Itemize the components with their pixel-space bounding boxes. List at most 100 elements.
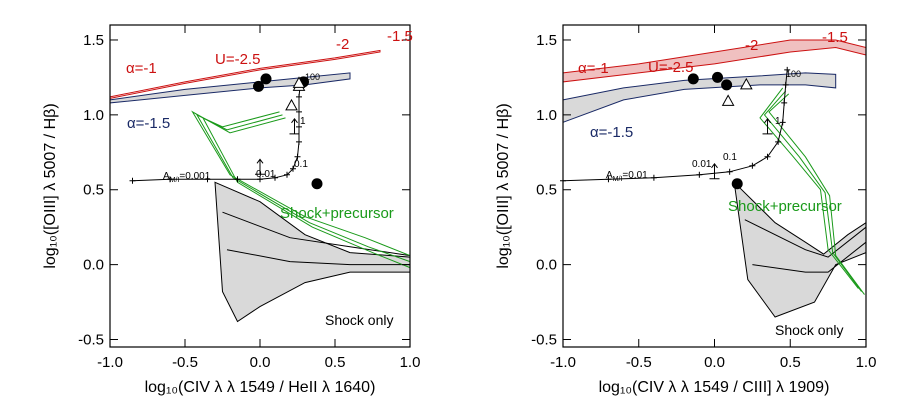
amplification-0-1-label: 0.1 <box>723 152 737 163</box>
amplification-0-01-label: 0.01 <box>256 169 276 180</box>
shock-precursor-tracks <box>191 110 411 269</box>
ionization-curve-tick <box>296 123 302 130</box>
ionization-parameter-curve <box>560 66 791 184</box>
observation-point <box>260 73 272 85</box>
shock-precursor-label: Shock+precursor <box>728 198 842 215</box>
ionization-curve-tick <box>726 168 733 175</box>
alpha-minus-one-label: α=-1 <box>578 60 609 77</box>
shock-precursor-track <box>201 111 411 269</box>
u-minus-2-5-label: U=-2.5 <box>648 59 693 76</box>
alpha-minus-1-5-band <box>109 72 351 104</box>
u-minus-1-5-label: -1.5 <box>822 29 848 46</box>
shock-only-label: Shock only <box>325 312 393 328</box>
ionization-curve-tick <box>781 99 788 106</box>
ionization-curve-tick <box>696 171 703 178</box>
x-tick-label: 1.0 <box>856 354 877 371</box>
y-tick-label: 0.0 <box>83 257 104 274</box>
amplification-ami-label: AM/I=0.001 <box>163 171 211 184</box>
amplification-100-label: 100 <box>305 72 320 82</box>
ionization-curve-tick <box>257 176 263 183</box>
amplification-100-label: 100 <box>786 69 801 79</box>
triangle-marker <box>285 98 298 111</box>
shock-only-polygon <box>214 181 411 323</box>
ionization-curve-tick <box>605 176 612 183</box>
x-tick-label: 0.0 <box>704 354 725 371</box>
u-minus-2-label: -2 <box>336 36 349 53</box>
amplification-0-1-label: 0.1 <box>294 159 308 170</box>
y-tick-label: 0.5 <box>83 182 104 199</box>
u-minus-2-label: -2 <box>745 37 758 54</box>
ionization-parameter-curve <box>129 78 304 184</box>
x-tick-label: 0.0 <box>250 354 271 371</box>
observation-markers <box>253 73 323 190</box>
y-tick-label: 1.0 <box>83 107 104 124</box>
alpha-minus-1-5-band <box>562 72 837 124</box>
amplification-0-01-label: 0.01 <box>692 159 712 170</box>
shock-precursor-label: Shock+precursor <box>280 205 394 222</box>
shock-only-line <box>752 241 867 273</box>
observation-point <box>731 178 743 190</box>
shock-only-line <box>226 249 410 266</box>
ionization-curve-tick <box>272 174 278 181</box>
observation-markers <box>687 71 773 190</box>
observation-point <box>712 71 724 83</box>
ionization-curve-tick <box>167 176 173 183</box>
observation-point <box>721 79 733 91</box>
ionization-curve-tick <box>784 66 791 73</box>
shock-precursor-track <box>763 90 862 292</box>
y-tick-label: -0.5 <box>78 332 104 349</box>
ionization-curve-tick <box>775 138 782 145</box>
shock-only-line <box>744 219 867 258</box>
observation-point <box>311 178 323 190</box>
x-tick-label: 0.5 <box>325 354 346 371</box>
observation-point <box>253 80 264 92</box>
u-minus-1-5-label: -1.5 <box>387 28 413 45</box>
y-tick-label: -0.5 <box>531 332 557 349</box>
ionization-curve-tick <box>294 153 301 160</box>
shock-precursor-tracks <box>759 87 865 295</box>
upper-limit-arrow <box>762 118 773 135</box>
triangle-marker <box>721 94 735 106</box>
u-minus-2-5-label: U=-2.5 <box>215 51 260 68</box>
ionization-curve-tick <box>779 119 786 126</box>
x-tick-label: 0.5 <box>780 354 801 371</box>
y-tick-label: 1.0 <box>536 107 557 124</box>
triangle-marker <box>292 76 306 88</box>
upper-limit-arrow <box>709 162 720 180</box>
ionization-curve-tick <box>296 138 302 145</box>
y-tick-label: 1.5 <box>536 32 557 49</box>
amplification-1-label: 1 <box>775 116 781 127</box>
y-tick-label: 1.5 <box>83 32 104 49</box>
triangle-marker <box>739 77 753 90</box>
shock-only-label: Shock only <box>775 322 843 338</box>
ionization-curve-tick <box>764 153 771 160</box>
right-x-axis-label: log₁₀(CIV λ λ 1549 / CIII] λ 1909) <box>599 379 830 396</box>
x-tick-label: 1.0 <box>400 354 421 371</box>
shock-only-region <box>214 181 411 323</box>
left-x-axis-label: log₁₀(CIV λ λ 1549 / HeII λ 1640) <box>145 379 376 396</box>
shock-precursor-track <box>768 93 865 295</box>
ionization-curve-tick <box>234 176 241 183</box>
x-tick-label: -1.0 <box>550 354 576 371</box>
shock-precursor-track <box>759 87 859 289</box>
ionization-curve-tick <box>129 177 136 184</box>
upper-limit-arrow <box>255 158 265 175</box>
shock-precursor-track <box>191 110 411 257</box>
observation-point <box>687 73 699 85</box>
ionization-curve-tick <box>296 108 302 115</box>
ionization-curve-tick <box>204 176 211 183</box>
ionization-curve-tick <box>650 174 657 181</box>
x-tick-label: -0.5 <box>172 354 198 371</box>
x-tick-label: -0.5 <box>626 354 652 371</box>
y-tick-label: 0.5 <box>536 182 557 199</box>
right-y-axis-label: log₁₀([OIII] λ 5007 / Hβ) <box>495 103 512 268</box>
ionization-curve-tick <box>296 93 302 100</box>
photoionization-bands <box>109 49 381 104</box>
ionization-curve-tick <box>290 165 296 172</box>
shock-precursor-track <box>195 113 411 263</box>
amplification-ami-label: AM/I=0.01 <box>606 170 648 183</box>
